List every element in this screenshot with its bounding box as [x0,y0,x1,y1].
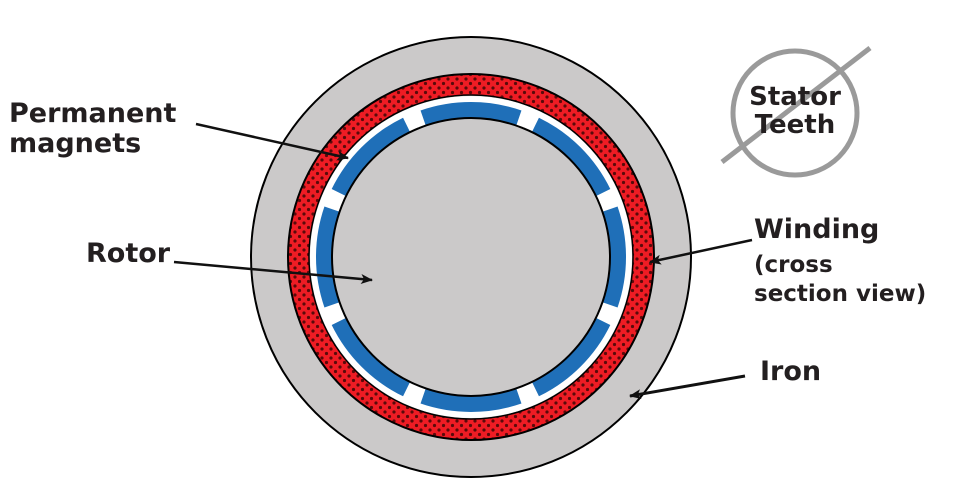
prohibition-slash-icon [720,46,872,164]
label-winding-sub2: section view) [754,281,927,307]
magnet-segment [331,317,411,397]
label-permanent-magnets-line1: Permanent [9,98,177,129]
label-iron: Iron [760,356,822,387]
no-stator-teeth-icon [720,46,872,178]
arrow-rotor [173,260,373,284]
rotor [331,117,611,397]
winding-inner-edge [308,94,634,420]
arrow-iron [629,374,746,400]
label-rotor: Rotor [86,238,171,269]
prohibition-circle-icon [730,48,860,178]
winding-ring [288,74,654,440]
magnet-segment [531,317,611,397]
icon-text-stator: Stator [749,82,841,112]
label-permanent-magnets-line2: magnets [9,128,142,159]
magnet-segment [331,117,411,197]
arrow-winding [649,238,753,265]
label-winding-sub1: (cross [754,252,833,278]
icon-text-teeth: Teeth [754,110,836,140]
arrow-permanent-magnets [195,122,349,161]
label-winding: Winding [754,214,880,245]
magnet-segment [531,117,611,197]
